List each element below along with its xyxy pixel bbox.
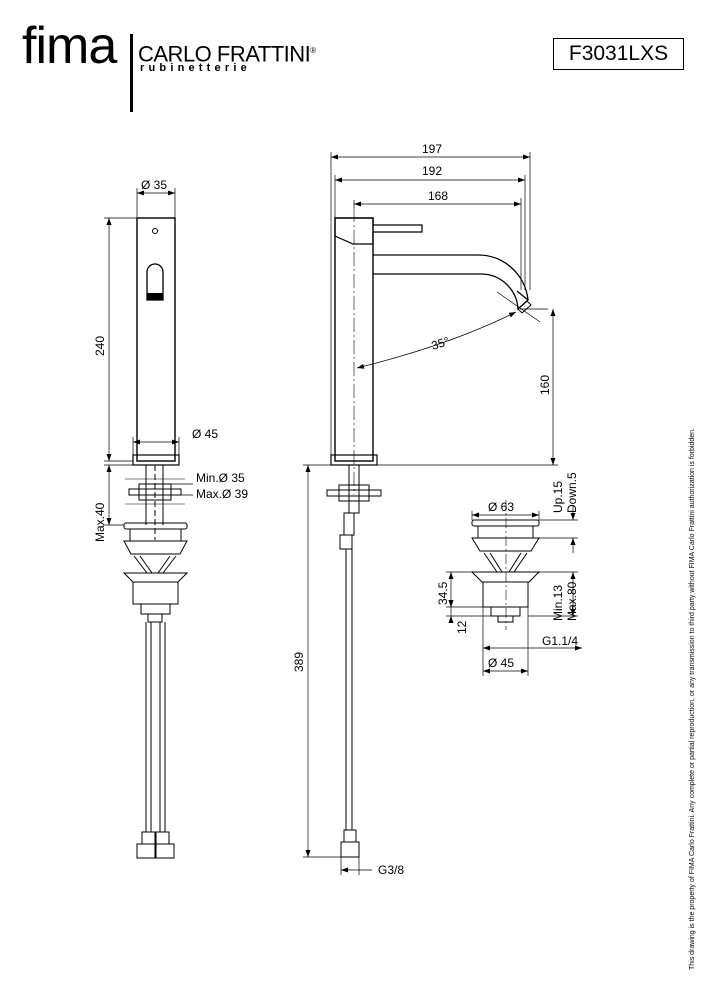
dim-waste-max: Max.80 (565, 581, 579, 621)
waste-view (470, 500, 541, 630)
logo-divider (130, 34, 133, 112)
side-stud-nut (339, 534, 353, 550)
side-spout (373, 254, 529, 311)
front-dimensions (104, 188, 193, 526)
product-code: F3031LXS (553, 38, 684, 70)
side-view (326, 208, 532, 858)
front-body (136, 217, 176, 462)
dim-side-spout: 192 (422, 164, 442, 178)
dim-side-spout-height: 160 (538, 375, 552, 395)
dim-side-total: 197 (422, 142, 442, 156)
dim-waste-down: Down.5 (565, 472, 579, 513)
dim-waste-bottom-diameter: Ø 45 (488, 656, 514, 670)
logo-fima: fima (22, 17, 117, 75)
logo-carlo-frattini: CARLO FRATTINI® (138, 41, 316, 67)
dim-hole-min: Min.Ø 35 (196, 471, 245, 485)
side-connector (340, 841, 360, 858)
dim-waste-min: Min.13 (551, 585, 565, 621)
aerator-slot (146, 263, 164, 301)
front-view (122, 217, 189, 859)
front-base (132, 454, 180, 466)
dim-side-hose: 389 (292, 652, 306, 672)
waste-view-cap (471, 519, 540, 527)
logo-rubinetterie: rubinetterie (140, 62, 251, 74)
dim-side-lever: 168 (428, 189, 448, 203)
front-washer (128, 488, 182, 496)
front-connector-right (155, 843, 175, 859)
dim-deck-max: Max.40 (93, 502, 107, 542)
dim-front-base-diameter: Ø 45 (192, 427, 218, 441)
dim-waste-thread-height: 12 (455, 620, 469, 634)
dim-waste-height: 34.5 (436, 581, 450, 605)
front-connector-left (136, 843, 156, 859)
dim-waste-up: Up.15 (551, 481, 565, 513)
lever-hole (152, 228, 158, 234)
dim-waste-top-diameter: Ø 63 (488, 500, 514, 514)
dim-side-angle: 35° (430, 334, 452, 353)
dim-hole-max: Max.Ø 39 (196, 487, 248, 501)
dim-side-thread: G3/8 (378, 863, 404, 877)
dim-front-height: 240 (93, 336, 107, 356)
waste-dimensions (446, 505, 582, 676)
angle-arc (356, 311, 517, 369)
side-dimensions (303, 152, 558, 875)
dim-front-top-diameter: Ø 35 (141, 178, 167, 192)
side-lever (334, 217, 423, 245)
dim-waste-thread: G1.1/4 (542, 634, 578, 648)
